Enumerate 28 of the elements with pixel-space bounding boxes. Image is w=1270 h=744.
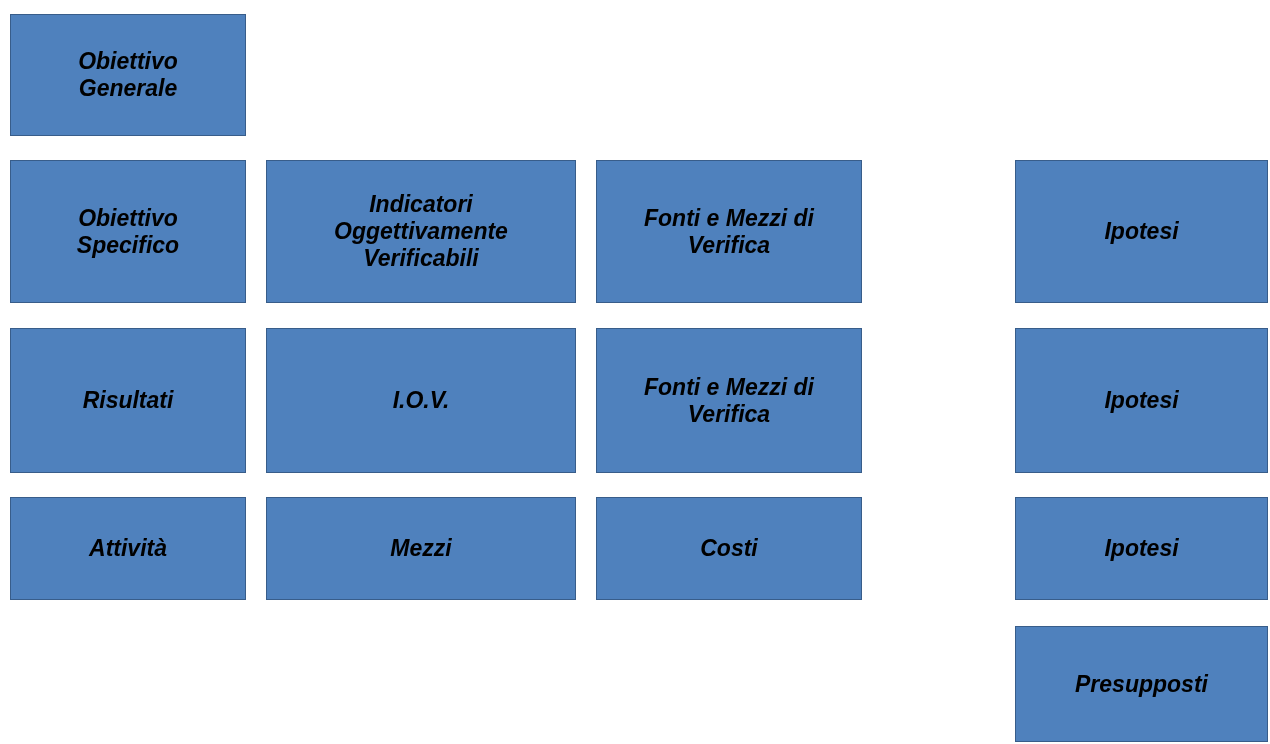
box-label: Attività <box>89 535 167 562</box>
label-box <box>266 497 576 600</box>
box-label: Risultati <box>82 387 174 414</box>
label-box <box>1015 328 1268 473</box>
box-label: Costi <box>700 535 758 562</box>
box-label: Ipotesi <box>1104 218 1179 245</box>
box-label: Fonti e Mezzi di Verifica <box>643 373 816 428</box>
label-box <box>1015 626 1268 742</box>
box-label: Indicatori Oggettivamente Verificabili <box>333 191 509 272</box>
label-box <box>266 328 576 473</box>
label-box <box>596 160 862 303</box>
label-box <box>266 160 576 303</box>
box-label: Ipotesi <box>1104 387 1179 414</box>
box-label: Ipotesi <box>1104 535 1179 562</box>
label-box <box>596 497 862 600</box>
label-box <box>596 328 862 473</box>
label-box <box>10 497 246 600</box>
label-box <box>10 328 246 473</box>
box-label: Obiettivo Specifico <box>75 204 181 259</box>
box-label: Presupposti <box>1075 670 1208 698</box>
box-label: Fonti e Mezzi di Verifica <box>643 204 816 259</box>
label-box <box>10 14 246 136</box>
box-label: I.O.V. <box>392 387 450 414</box>
label-box <box>1015 497 1268 600</box>
box-label: Mezzi <box>390 535 452 562</box>
label-box <box>1015 160 1268 303</box>
label-box <box>10 160 246 303</box>
box-label: Obiettivo Generale <box>77 48 179 102</box>
